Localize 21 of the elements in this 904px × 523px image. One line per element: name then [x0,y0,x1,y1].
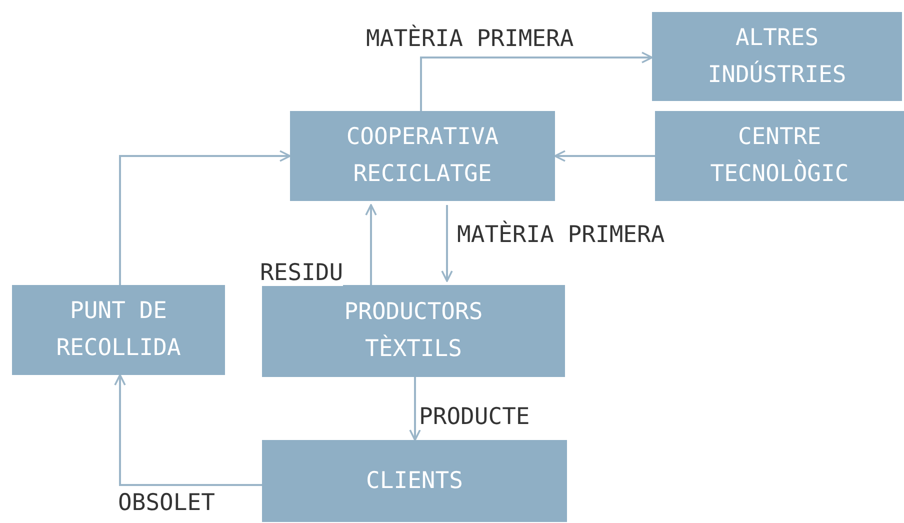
node-label: CLIENTS [366,466,463,496]
node-label: COOPERATIVA RECICLATGE [345,123,500,189]
process-box [652,12,902,101]
process-box [262,285,565,377]
arrow [420,52,653,111]
arrow [554,150,655,162]
edge-label: RESIDU [260,260,344,286]
node-label: CENTRE TECNOLÒGIC [709,123,850,189]
arrow [114,374,262,486]
process-box [290,111,555,201]
arrow [119,150,291,285]
node-label: PRODUCTORS TÈXTILS [343,298,484,364]
process-box [655,111,904,201]
process-box [262,440,567,522]
process-box [12,285,225,375]
node-label: ALTRES INDÚSTRIES [706,24,848,90]
arrow [441,205,453,282]
edge-label: PRODUCTE [419,404,530,430]
node-label: PUNT DE RECOLLIDA [55,297,182,363]
arrow [409,377,421,441]
arrow [365,204,377,285]
